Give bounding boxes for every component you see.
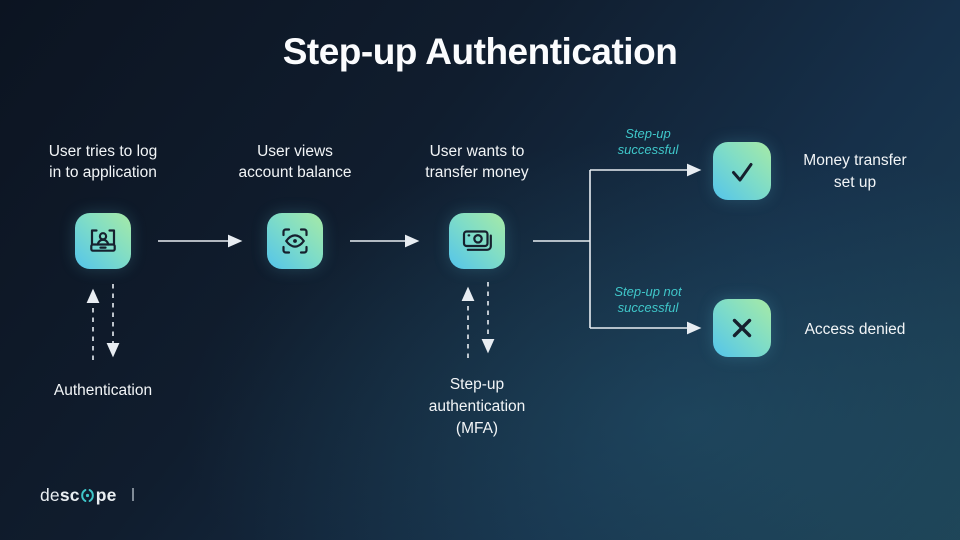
descope-o-icon	[80, 487, 95, 504]
logo-text-pe: pe	[95, 484, 117, 505]
stepup-mfa-label: Step-up authentication (MFA)	[428, 376, 526, 437]
step1-label: User tries to log in to application	[48, 143, 158, 181]
page-title: Step-up Authentication	[282, 31, 678, 72]
failure-outcome-label: Access denied	[804, 321, 906, 338]
branch-failure-note: Step-up not successful	[614, 284, 682, 315]
step3-label: User wants to transfer money	[425, 143, 529, 181]
step3-tile	[449, 213, 505, 269]
failure-tile	[713, 299, 771, 357]
logo-text-de: de	[40, 484, 60, 505]
success-tile	[713, 142, 771, 200]
view-balance-icon	[282, 228, 308, 254]
logo-divider	[132, 488, 134, 501]
check-icon	[732, 163, 753, 182]
x-icon	[732, 318, 752, 338]
logo-text-sc: sc	[59, 484, 80, 505]
step2-label: User views account balance	[238, 143, 352, 181]
branch-success-note: Step-up successful	[617, 126, 679, 157]
step2-tile	[267, 213, 323, 269]
step1-tile	[75, 213, 131, 269]
authentication-label: Authentication	[53, 382, 153, 399]
success-outcome-label: Money transfer set up	[803, 152, 907, 191]
user-login-icon	[90, 229, 116, 252]
transfer-money-icon	[462, 230, 492, 251]
